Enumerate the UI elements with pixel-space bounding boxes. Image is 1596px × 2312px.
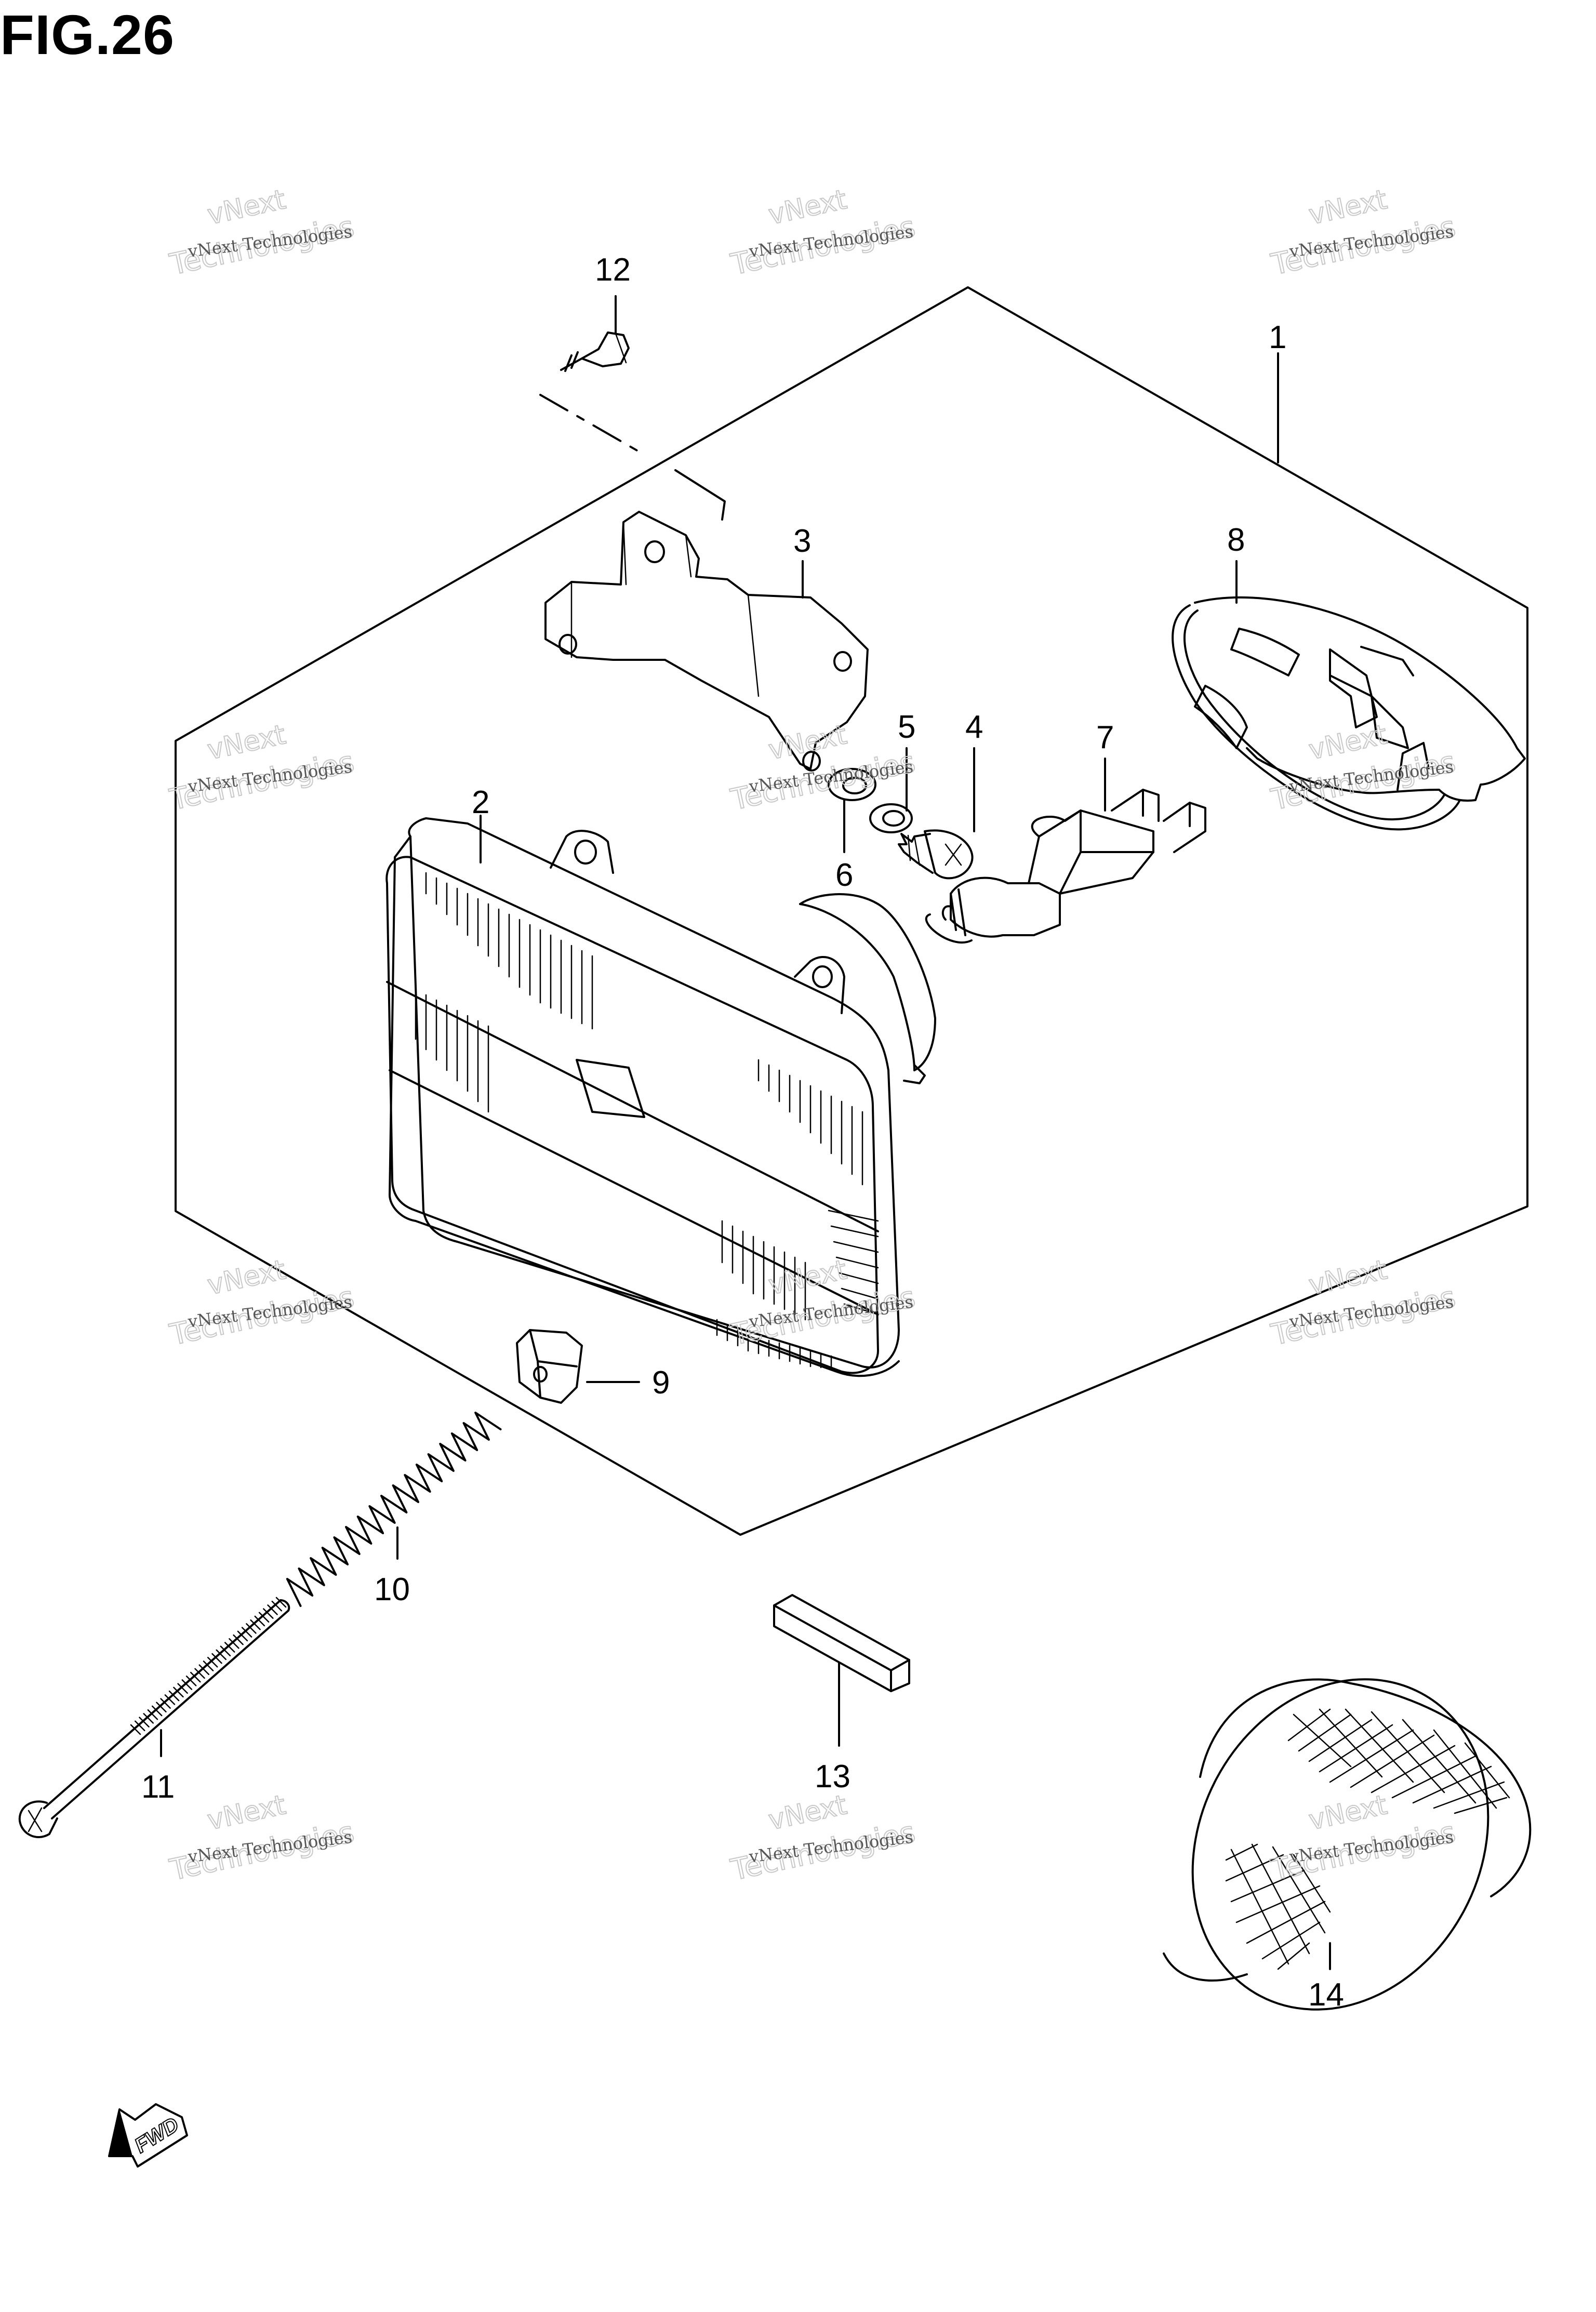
callout-10: 10 bbox=[374, 1572, 410, 1607]
watermark-line1: vNext bbox=[205, 1254, 288, 1301]
callout-11: 11 bbox=[141, 1769, 175, 1805]
part-6-washer bbox=[828, 768, 876, 801]
callout-3: 3 bbox=[793, 523, 811, 559]
watermark-line1: vNext bbox=[1306, 184, 1390, 231]
callout-4: 4 bbox=[965, 709, 983, 745]
watermark-line1: vNext bbox=[766, 184, 849, 231]
callout-8: 8 bbox=[1227, 522, 1245, 558]
callout-numbers: 1 2 3 4 5 6 7 8 9 10 11 12 13 14 bbox=[141, 252, 1344, 2013]
callout-12: 12 bbox=[595, 252, 631, 288]
watermark-line1: vNext bbox=[205, 184, 288, 231]
leader-lines bbox=[160, 295, 1331, 1970]
figure-title: FIG.26 bbox=[0, 3, 175, 66]
watermark-line1: vNext bbox=[205, 1789, 288, 1836]
part-3-bracket bbox=[544, 511, 869, 772]
watermark-line1: vNext bbox=[766, 719, 849, 766]
part-12-attach-line bbox=[674, 469, 726, 521]
part-7-bulb bbox=[925, 789, 1206, 944]
watermark-line1: vNext bbox=[1306, 1254, 1390, 1301]
part-14-reflector bbox=[1163, 1678, 1532, 2011]
part-2-headlamp bbox=[385, 817, 936, 1377]
callout-7: 7 bbox=[1096, 720, 1114, 755]
callout-2: 2 bbox=[472, 785, 489, 820]
part-9-clip bbox=[516, 1329, 583, 1404]
part-12-screw bbox=[560, 331, 630, 372]
lens-hatching bbox=[415, 872, 879, 1370]
part-12-leader-dashed bbox=[539, 394, 645, 456]
part-11-bolt bbox=[18, 1597, 290, 1838]
fwd-label: FWD bbox=[130, 2113, 183, 2158]
callout-14: 14 bbox=[1308, 1977, 1344, 2013]
part-5-washer bbox=[869, 803, 913, 833]
part-13-bar bbox=[773, 1594, 910, 1692]
callout-13: 13 bbox=[815, 1759, 850, 1795]
part-8-socket-cover bbox=[1172, 596, 1526, 831]
watermark-line1: vNext bbox=[205, 719, 288, 766]
callout-6: 6 bbox=[835, 857, 853, 893]
callout-9: 9 bbox=[652, 1365, 670, 1401]
callout-5: 5 bbox=[898, 709, 915, 745]
watermark-line1: vNext bbox=[1306, 1789, 1390, 1836]
watermark-line1: vNext bbox=[766, 1789, 849, 1836]
part-10-spring bbox=[286, 1412, 502, 1607]
callout-1: 1 bbox=[1269, 320, 1286, 355]
watermark-line1: vNext bbox=[1306, 719, 1390, 766]
part-4-screw bbox=[898, 829, 974, 880]
assembly-outline bbox=[175, 286, 1528, 1536]
fwd-direction-arrow: FWD bbox=[108, 2103, 188, 2168]
reflector-mesh bbox=[1225, 1708, 1510, 1970]
